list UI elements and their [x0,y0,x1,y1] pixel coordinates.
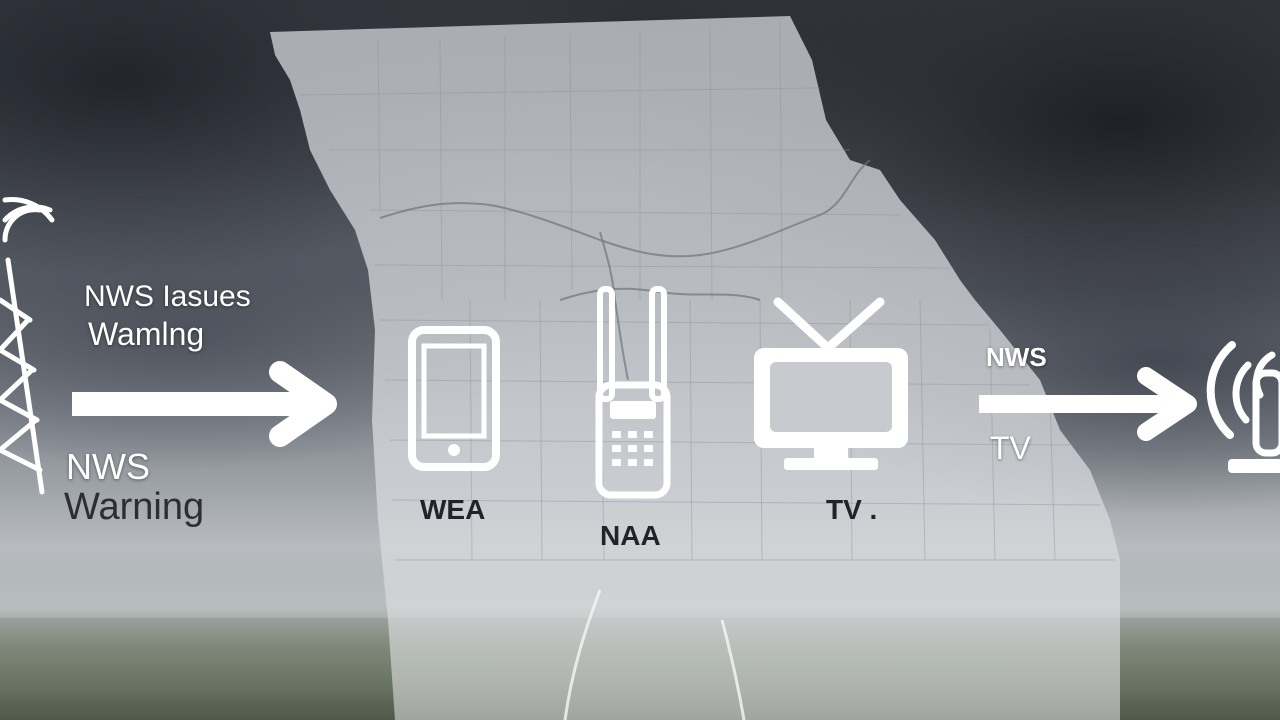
television-icon [754,297,908,470]
lower-left-line1: NWS [66,446,150,487]
channel-label-naa: NAA [600,520,661,551]
state-outline [270,16,1120,720]
arrow-right-icon-2 [979,367,1197,441]
arrow-right-icon [72,361,337,447]
channel-label-tv: TV . [826,494,878,525]
broadcast-tower-icon [0,197,55,495]
lower-left-line2: Warning [64,486,205,528]
upper-left-line1: NWS Iasues [84,280,251,313]
road [563,589,746,720]
upper-left-line2: Wamlng [88,316,205,352]
right-upper-label: NWS [986,342,1047,372]
alert-siren-icon [1206,341,1280,473]
right-lower-label: TV [990,430,1031,466]
channel-label-wea: WEA [420,494,486,525]
smartphone-icon [408,326,500,471]
weather-radio-icon [595,286,671,499]
